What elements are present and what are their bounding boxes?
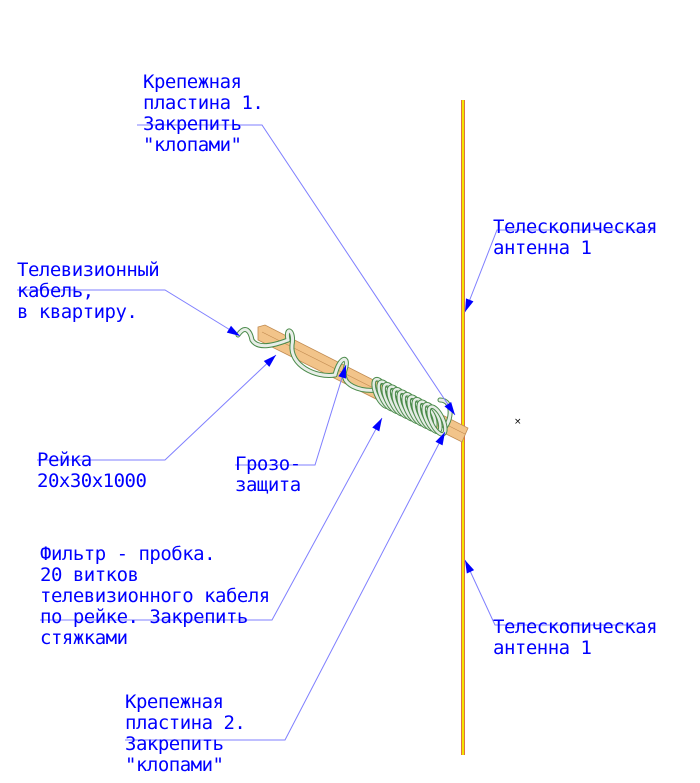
leader-lines [17,124,655,741]
arrowhead [338,365,346,379]
leader-line [137,124,456,416]
arrowhead [435,432,445,446]
leader-line [464,559,637,626]
leader-line [464,229,655,313]
leader-line [125,431,446,741]
leader-line [235,364,347,466]
label-lightning-protection: Грозо-защита [235,453,301,496]
arrowhead [263,355,276,367]
arrowhead [372,418,382,432]
arrowhead [465,560,475,574]
arrowhead [465,298,474,312]
cross-mark: × [514,417,522,427]
leader-line [40,417,383,621]
leader-arrows [226,298,475,574]
filter-coil [371,376,448,437]
arrowhead [226,325,240,336]
leader-line [17,289,241,337]
leader-line [37,354,277,461]
arrowhead [444,401,455,415]
